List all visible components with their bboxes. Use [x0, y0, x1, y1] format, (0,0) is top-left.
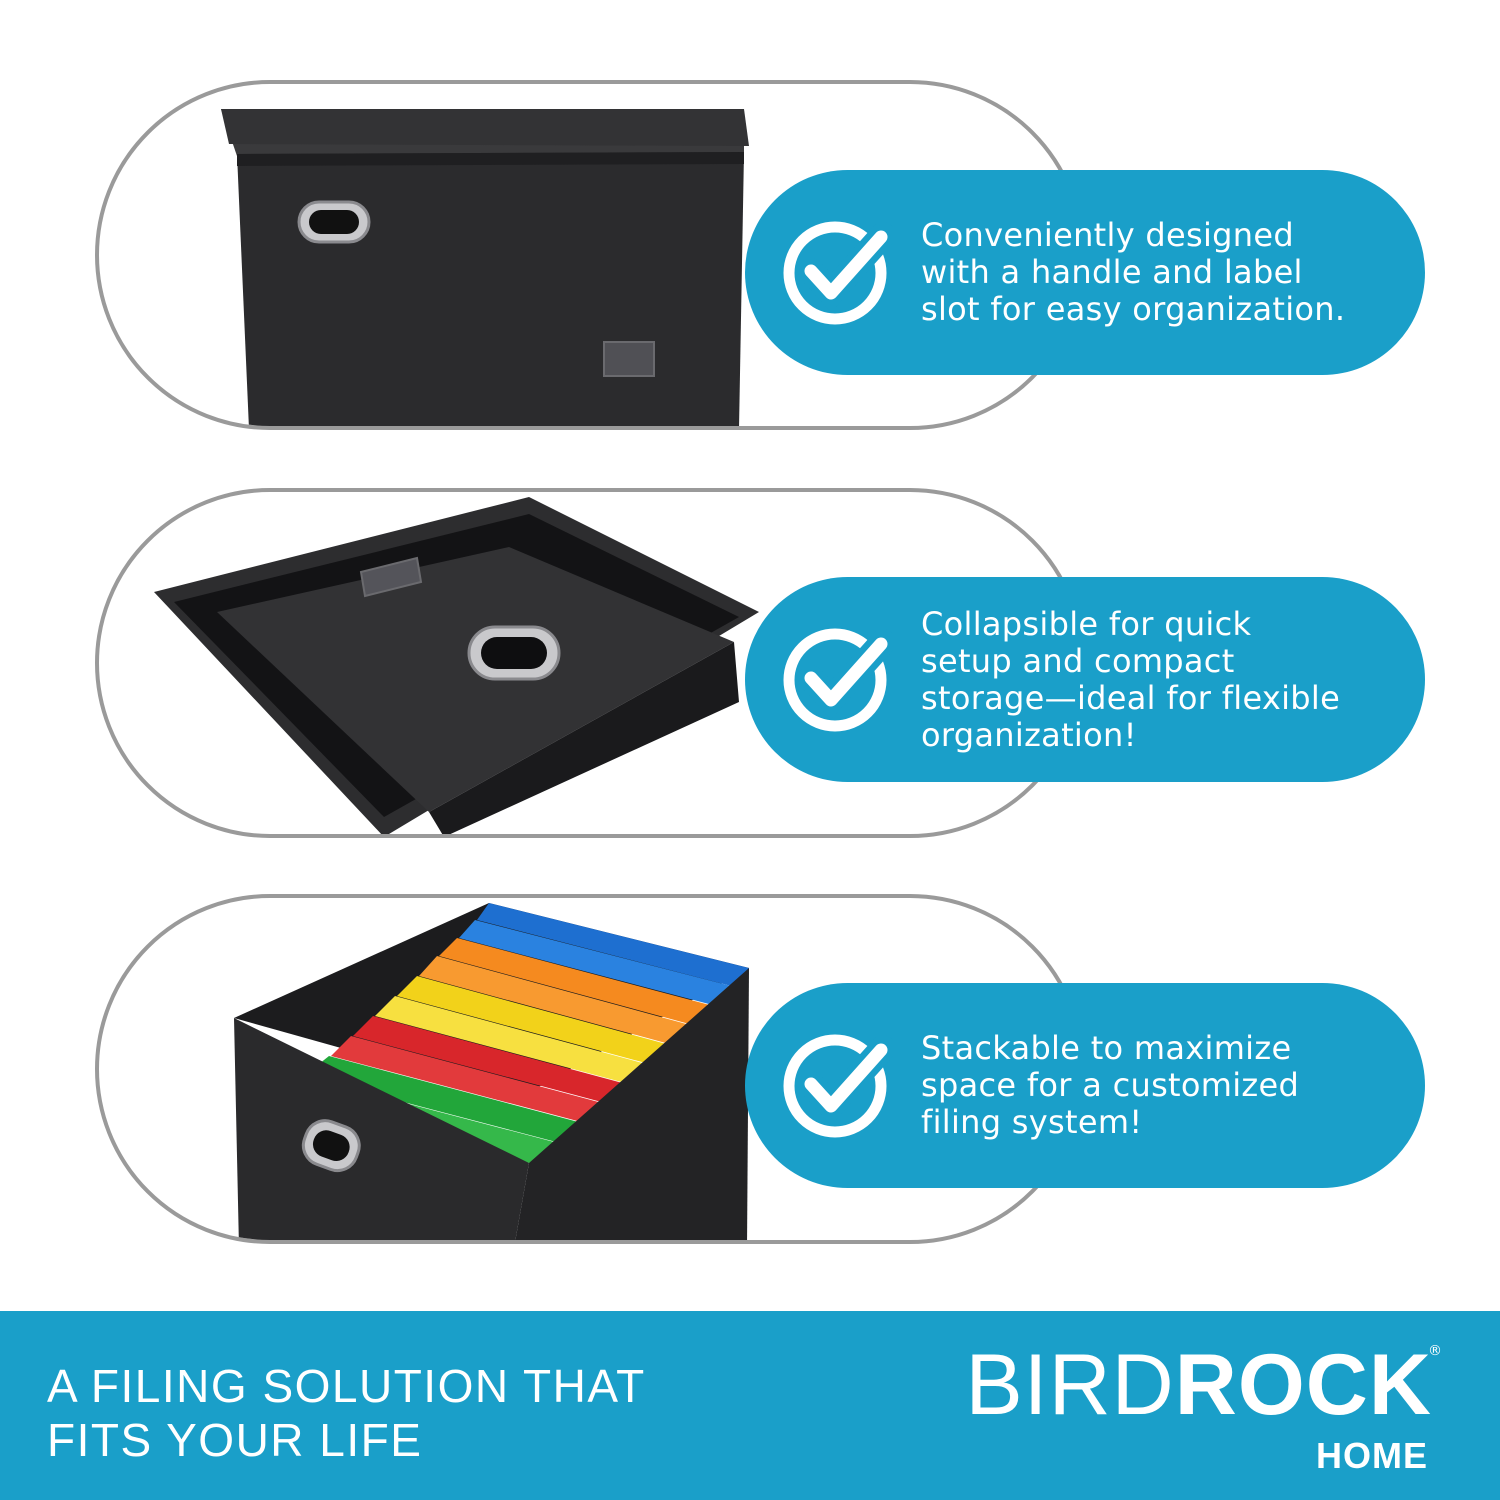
brand-logo: BIRDROCK ® HOME [962, 1337, 1442, 1487]
feature-text: Collapsible for quick setup and compact … [921, 604, 1341, 754]
feature-text: Conveniently designed with a handle and … [921, 216, 1346, 328]
brand-word-bold: ROCK [1174, 1337, 1432, 1433]
feature-pill-handle-label: Conveniently designed with a handle and … [745, 170, 1425, 375]
feature-text: Stackable to maximize space for a custom… [921, 1029, 1300, 1141]
footer-banner: A FILING SOLUTION THAT FITS YOUR LIFE BI… [0, 1311, 1500, 1500]
feature-pill-collapsible: Collapsible for quick setup and compact … [745, 577, 1425, 782]
tagline: A FILING SOLUTION THAT FITS YOUR LIFE [47, 1360, 646, 1466]
product-photo-box-with-folders [95, 894, 1085, 1244]
label-slot-icon [603, 341, 655, 377]
check-circle-icon [783, 1034, 893, 1137]
check-circle-icon [783, 221, 893, 324]
handle-icon [467, 625, 561, 681]
brand-word-light: BIRD [965, 1337, 1175, 1433]
feature-pill-stackable: Stackable to maximize space for a custom… [745, 983, 1425, 1188]
brand-subtitle: HOME [1316, 1435, 1428, 1476]
handle-icon [301, 1119, 361, 1173]
registered-mark: ® [1428, 1343, 1442, 1359]
handle-icon [297, 200, 371, 244]
brand-wordmark: BIRDROCK [965, 1337, 1432, 1433]
check-circle-icon [783, 628, 893, 731]
label-slot-icon [359, 556, 423, 598]
